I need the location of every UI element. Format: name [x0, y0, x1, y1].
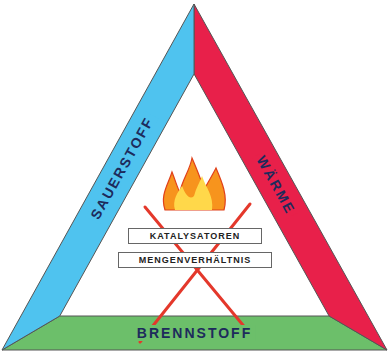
band-label: BRENNSTOFF — [134, 325, 255, 341]
band-label-holder: BRENNSTOFF — [134, 324, 255, 342]
band-shape — [2, 4, 194, 350]
fire-triangle-band: SAUERSTOFF — [2, 4, 194, 350]
box-label: MENGENVERHÄLTNIS — [139, 255, 251, 266]
band-label: SAUERSTOFF — [86, 111, 159, 224]
condition-box: MENGENVERHÄLTNIS — [118, 252, 272, 268]
band-shape — [194, 4, 387, 350]
fire-triangle-band: WÄRME — [194, 4, 387, 350]
condition-box: KATALYSATOREN — [128, 228, 262, 244]
band-shape-layer — [2, 4, 194, 350]
band-shape-layer — [194, 4, 387, 350]
cross-mark — [140, 204, 250, 342]
flame-icon — [163, 158, 225, 210]
fire-triangle-band: BRENNSTOFF — [2, 316, 387, 350]
box-label: KATALYSATOREN — [150, 231, 241, 242]
flame-core — [174, 176, 212, 210]
band-label-holder: SAUERSTOFF — [85, 111, 159, 225]
band-shape — [2, 316, 387, 350]
